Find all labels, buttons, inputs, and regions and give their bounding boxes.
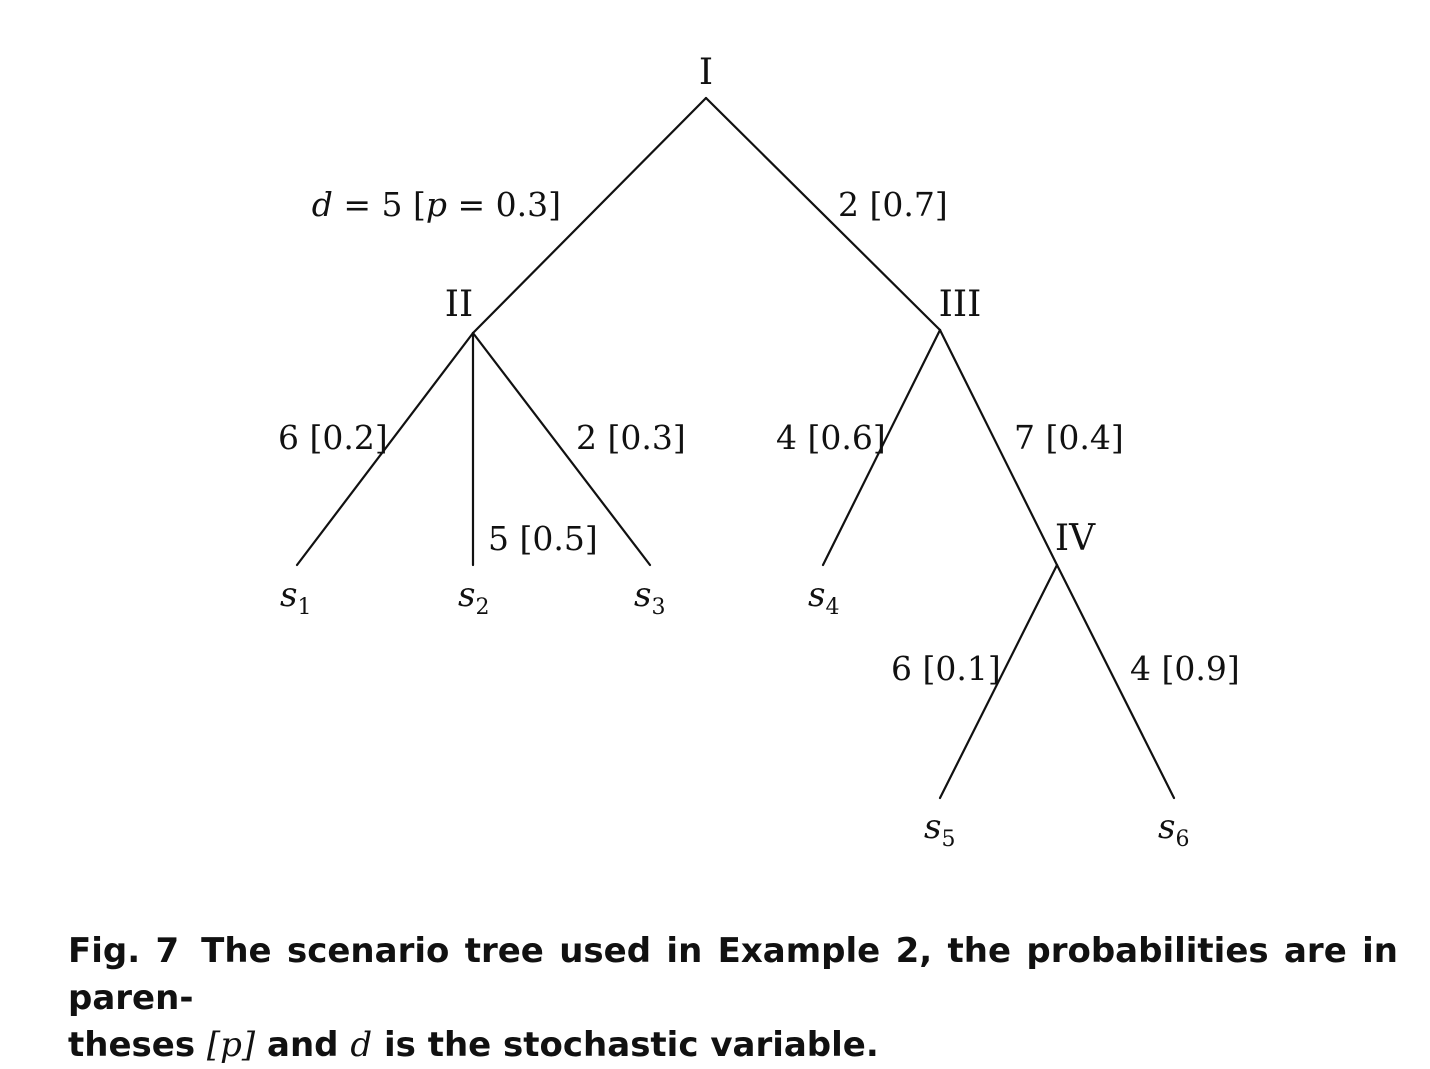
leaf-s3-label: s3 bbox=[634, 575, 665, 620]
tree-edges bbox=[295, 96, 1176, 800]
edge-label-I-II: d = 5 [p = 0.3] bbox=[312, 185, 561, 224]
edge-label-II-s3: 2 [0.3] bbox=[576, 418, 686, 457]
edge-label-I-II-part1: = 5 [ bbox=[333, 185, 426, 224]
node-I-label: I bbox=[699, 52, 713, 93]
caption-line-1: The scenario tree used in Example 2, the… bbox=[68, 931, 1398, 1018]
d-variable: d bbox=[312, 185, 333, 224]
leaf-s4-sub: 4 bbox=[825, 595, 839, 620]
leaf-s3-base: s bbox=[634, 575, 651, 615]
edge-label-II-s1: 6 [0.2] bbox=[278, 418, 388, 457]
node-II-label: II bbox=[445, 284, 473, 325]
caption-d-variable: d bbox=[350, 1025, 373, 1065]
edge-I-III bbox=[704, 96, 942, 332]
caption-line-2-mid: and bbox=[255, 1025, 351, 1065]
caption-p-bracket: [p] bbox=[206, 1025, 256, 1065]
edge-label-II-s2: 5 [0.5] bbox=[488, 519, 598, 558]
leaf-s4-label: s4 bbox=[808, 575, 839, 620]
edge-label-I-II-part2: = 0.3] bbox=[447, 185, 561, 224]
leaf-s2-sub: 2 bbox=[475, 595, 489, 620]
leaf-s1-sub: 1 bbox=[297, 595, 311, 620]
edge-IV-s5 bbox=[938, 563, 1059, 800]
figure-number: Fig. 7 bbox=[68, 931, 180, 971]
edge-I-II bbox=[471, 96, 708, 335]
node-III-label: III bbox=[939, 284, 982, 325]
leaf-s5-sub: 5 bbox=[941, 827, 955, 852]
node-IV-label: IV bbox=[1055, 518, 1096, 559]
edge-IV-s6 bbox=[1055, 563, 1176, 800]
scenario-tree-diagram: I II III IV d = 5 [p = 0.3] 2 [0.7] 6 [0… bbox=[278, 52, 1240, 852]
leaf-s5-base: s bbox=[924, 807, 941, 847]
edge-label-I-III: 2 [0.7] bbox=[838, 185, 948, 224]
leaf-s2-base: s bbox=[458, 575, 475, 615]
leaf-s6-sub: 6 bbox=[1175, 827, 1189, 852]
leaf-s4-base: s bbox=[808, 575, 825, 615]
leaf-s1-base: s bbox=[280, 575, 297, 615]
caption-line-2-start: theses bbox=[68, 1025, 207, 1065]
leaf-s3-sub: 3 bbox=[651, 595, 665, 620]
edge-label-IV-s6: 4 [0.9] bbox=[1130, 649, 1240, 688]
edge-label-IV-s5: 6 [0.1] bbox=[891, 649, 1001, 688]
edge-III-s4 bbox=[821, 328, 942, 567]
edge-III-IV bbox=[938, 328, 1059, 567]
leaf-s2-label: s2 bbox=[458, 575, 489, 620]
leaf-s5-label: s5 bbox=[924, 807, 955, 852]
edge-label-III-IV: 7 [0.4] bbox=[1014, 418, 1124, 457]
caption-line-2-end: is the stochastic variable. bbox=[372, 1025, 879, 1065]
p-variable: p bbox=[426, 185, 447, 224]
leaf-s1-label: s1 bbox=[280, 575, 311, 620]
edge-II-s1 bbox=[295, 331, 475, 567]
edge-label-III-s4: 4 [0.6] bbox=[776, 418, 886, 457]
leaf-s6-base: s bbox=[1158, 807, 1175, 847]
edge-II-s3 bbox=[471, 331, 652, 567]
leaf-s6-label: s6 bbox=[1158, 807, 1189, 852]
